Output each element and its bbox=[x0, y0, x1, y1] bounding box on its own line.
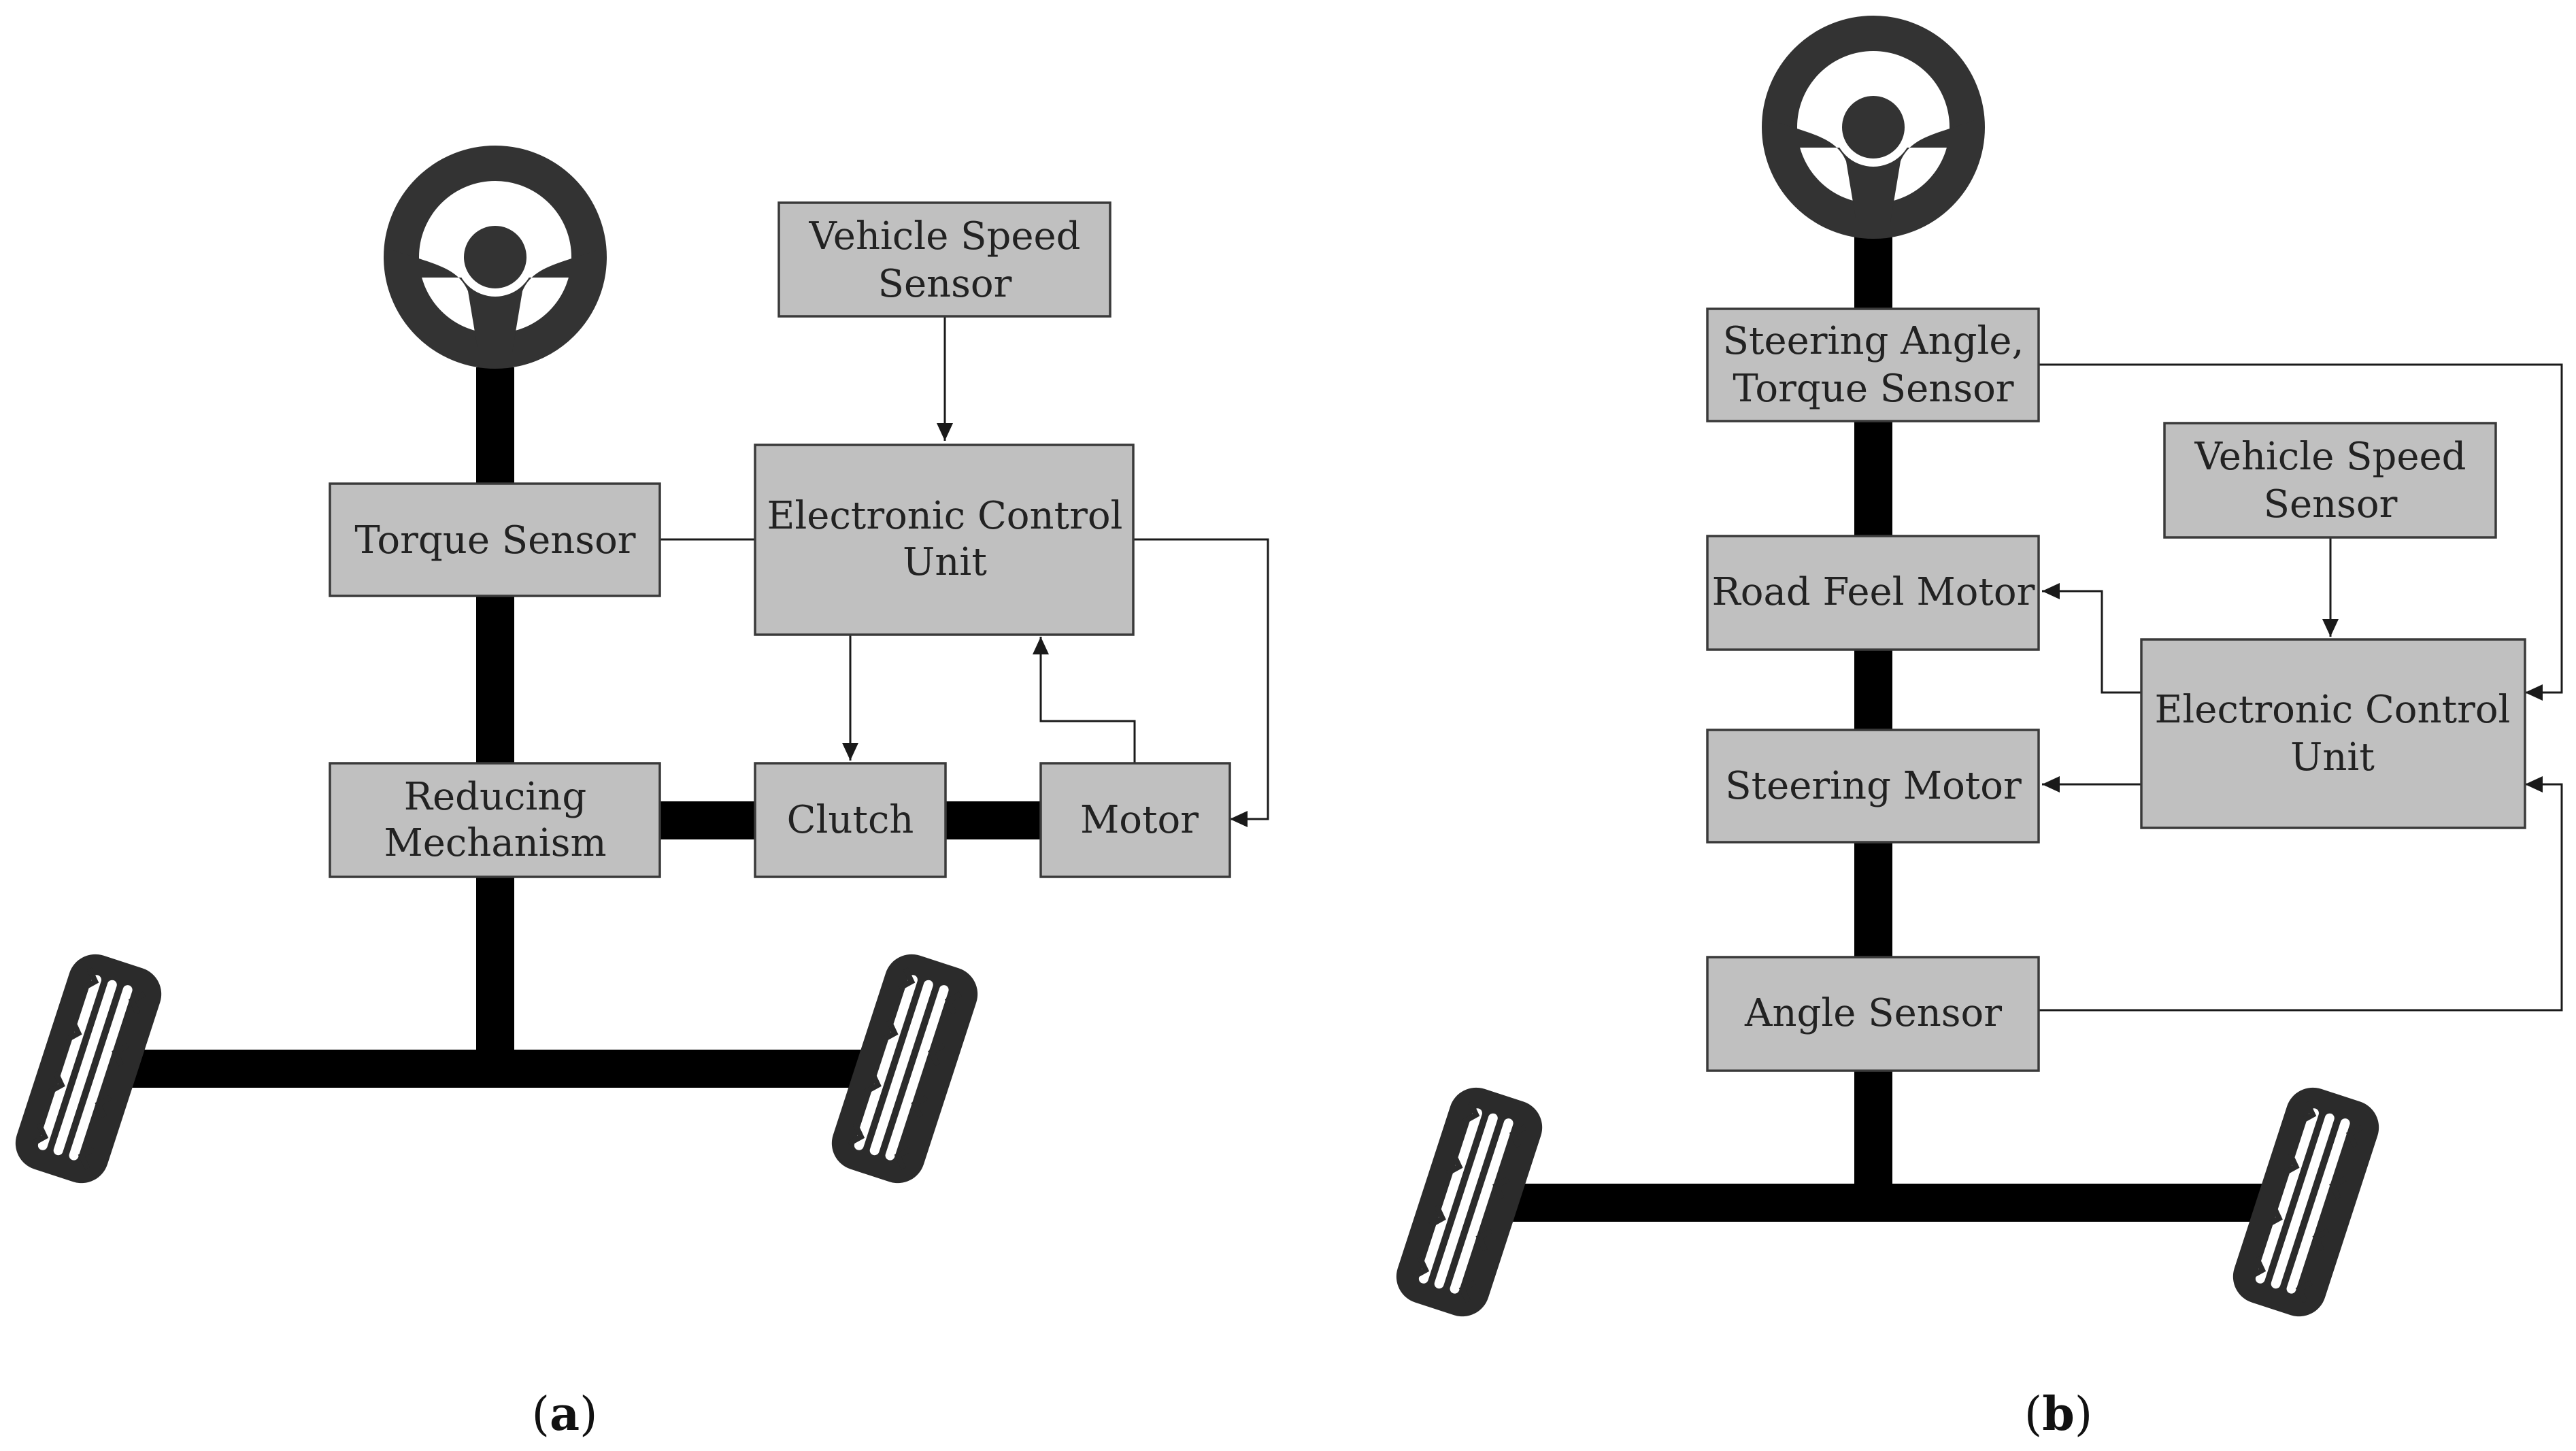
axle-b bbox=[1490, 1184, 2286, 1222]
wire-ecu-to-motor-a bbox=[1133, 538, 1269, 827]
wire-angle-to-ecu-b bbox=[2039, 776, 2563, 1012]
road-feel-motor-label-b: Road Feel Motor bbox=[1712, 570, 2035, 614]
wire-ecu-to-roadfeel-b bbox=[2042, 583, 2141, 694]
torque-sensor-block-a: Torque Sensor bbox=[329, 482, 661, 597]
ecu-label-a-1: Electronic Control bbox=[767, 494, 1123, 538]
angle-sensor-block-b: Angle Sensor bbox=[1706, 956, 2040, 1072]
steering-wheel-icon-b bbox=[1771, 33, 1975, 222]
ecu-block-a: Electronic Control Unit bbox=[754, 444, 1135, 636]
motor-block-a: Motor bbox=[1039, 762, 1231, 878]
reducing-mechanism-block-a: Reducing Mechanism bbox=[329, 762, 661, 878]
axle-a bbox=[109, 1050, 925, 1088]
vehicle-speed-sensor-label-b-1: Vehicle Speed bbox=[2194, 435, 2466, 479]
vehicle-speed-sensor-label-a-1: Vehicle Speed bbox=[809, 214, 1081, 258]
vehicle-speed-sensor-label-b-2: Sensor bbox=[2264, 482, 2398, 527]
panel-a: Vehicle Speed Sensor Torque Sensor Elect… bbox=[8, 163, 1269, 1441]
wire-sensor-to-ecu-b bbox=[2039, 363, 2563, 701]
clutch-block-a: Clutch bbox=[754, 762, 947, 878]
angle-sensor-label-b: Angle Sensor bbox=[1744, 991, 2002, 1035]
steering-angle-torque-label-b-2: Torque Sensor bbox=[1733, 367, 2013, 411]
steering-wheel-icon-a bbox=[393, 163, 597, 352]
reducing-mechanism-label-a-1: Reducing bbox=[404, 775, 586, 819]
vehicle-speed-sensor-label-a-2: Sensor bbox=[878, 262, 1012, 306]
steering-motor-label-b: Steering Motor bbox=[1725, 764, 2022, 808]
torque-sensor-label-a: Torque Sensor bbox=[354, 518, 635, 563]
ecu-block-b: Electronic Control Unit bbox=[2140, 638, 2526, 829]
reducing-mechanism-label-a-2: Mechanism bbox=[384, 821, 606, 865]
caption-b: (b) bbox=[2024, 1387, 2093, 1441]
motor-label-a: Motor bbox=[1080, 798, 1199, 842]
steering-angle-torque-label-b-1: Steering Angle, bbox=[1723, 319, 2024, 363]
steering-angle-torque-sensor-block-b: Steering Angle, Torque Sensor bbox=[1706, 307, 2040, 422]
panel-b: Steering Angle, Torque Sensor Vehicle Sp… bbox=[1389, 33, 2563, 1441]
steering-column-a bbox=[476, 367, 514, 1068]
wire-motor-to-ecu-a bbox=[1033, 637, 1136, 763]
ecu-label-a-2: Unit bbox=[903, 540, 987, 584]
ecu-label-b-1: Electronic Control bbox=[2155, 688, 2511, 732]
vehicle-speed-sensor-block-a: Vehicle Speed Sensor bbox=[777, 201, 1111, 318]
caption-a: (a) bbox=[531, 1387, 597, 1441]
shaft-reducer-clutch bbox=[660, 801, 755, 839]
steering-motor-block-b: Steering Motor bbox=[1706, 729, 2040, 844]
clutch-label-a: Clutch bbox=[787, 798, 914, 842]
road-feel-motor-block-b: Road Feel Motor bbox=[1706, 535, 2040, 651]
shaft-clutch-motor bbox=[946, 801, 1041, 839]
vehicle-speed-sensor-block-b: Vehicle Speed Sensor bbox=[2163, 422, 2497, 539]
ecu-label-b-2: Unit bbox=[2290, 735, 2375, 780]
